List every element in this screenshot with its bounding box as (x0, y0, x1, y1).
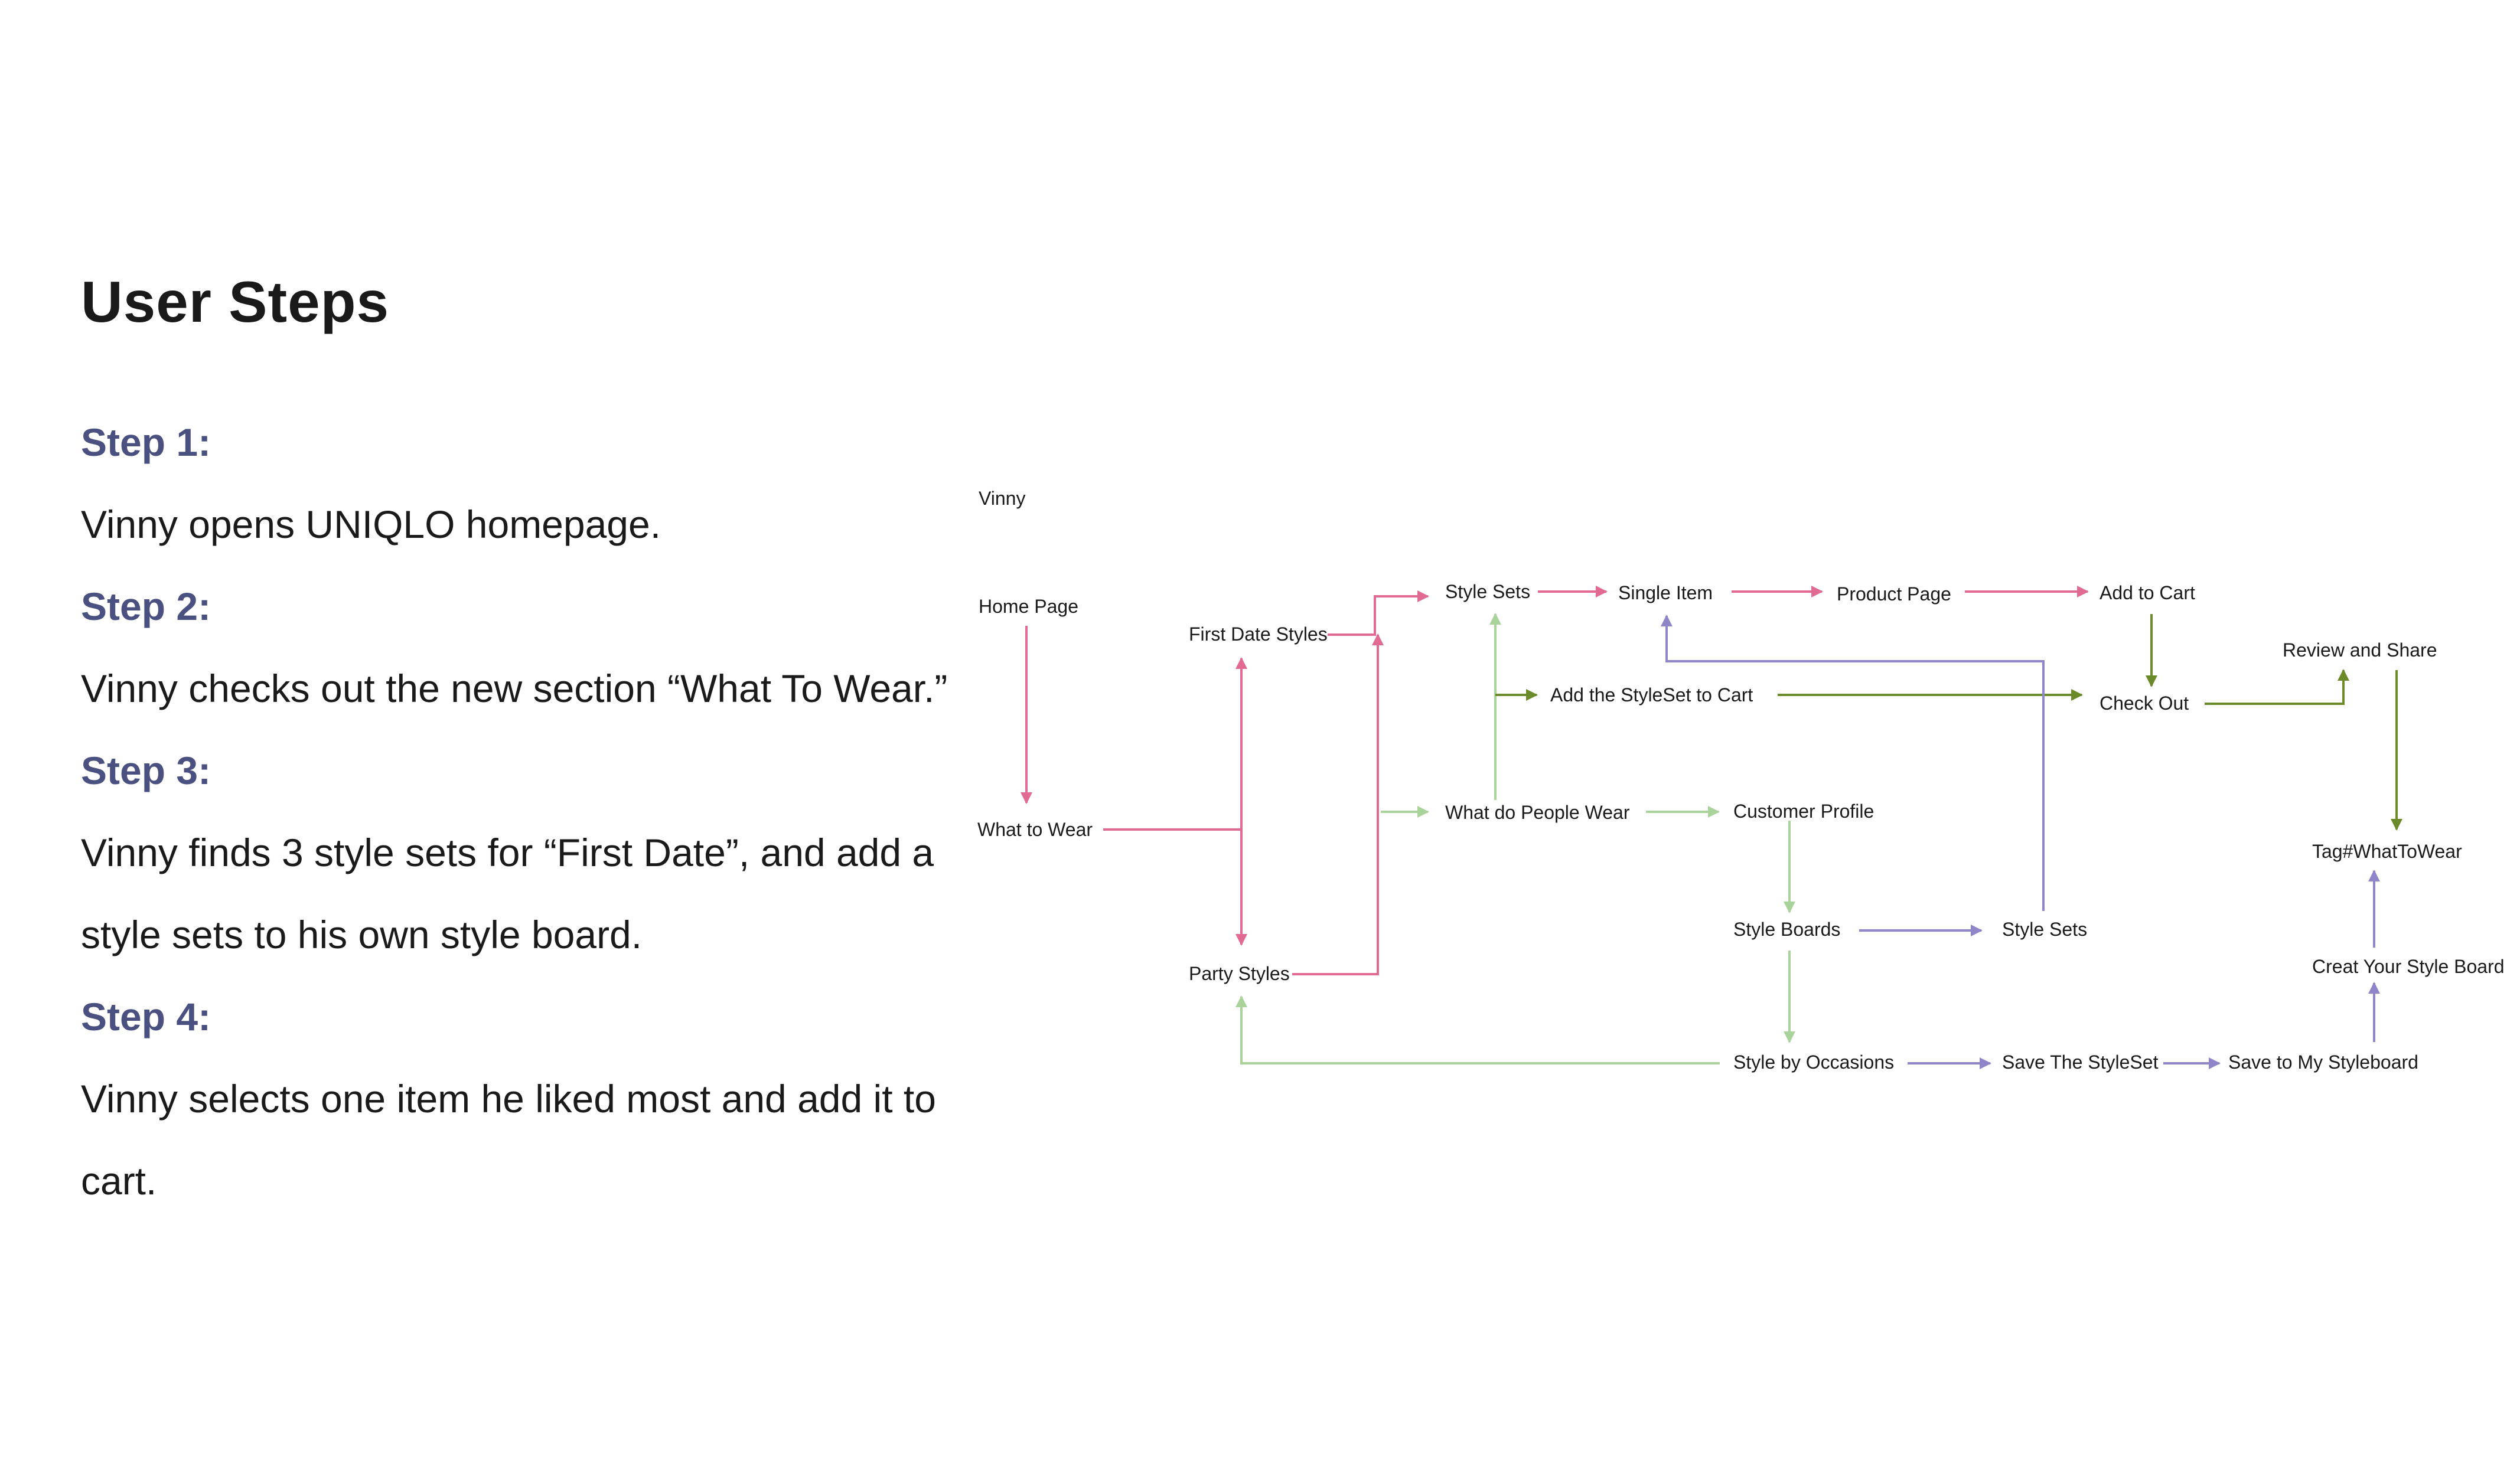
node-customer-profile: Customer Profile (1733, 801, 1874, 822)
step-2-text: Vinny checks out the new section “What T… (81, 667, 948, 710)
node-style-by-occasions: Style by Occasions (1733, 1052, 1894, 1073)
node-single-item: Single Item (1618, 582, 1713, 603)
node-tag-what-to-wear: Tag#WhatToWear (2312, 841, 2462, 862)
node-what-to-wear: What to Wear (977, 819, 1093, 840)
node-check-out: Check Out (2100, 693, 2189, 714)
node-style-sets-mid: Style Sets (2002, 919, 2087, 940)
step-1-heading: Step 1: (81, 420, 211, 464)
step-4-text: Vinny selects one item he liked most and… (81, 1077, 936, 1203)
node-style-sets-top: Style Sets (1445, 581, 1530, 602)
step-4-heading: Step 4: (81, 995, 211, 1039)
node-what-do-people-wear: What do People Wear (1445, 802, 1630, 823)
node-add-styleset-to-cart: Add the StyleSet to Cart (1550, 684, 1753, 706)
edge-check-out-to-review (2205, 669, 2349, 705)
node-home-page: Home Page (979, 596, 1078, 617)
node-product-page: Product Page (1837, 583, 1951, 605)
edge-first-date-to-style-sets (1328, 590, 1429, 636)
node-creat-your-style-board: Creat Your Style Board (2312, 956, 2505, 977)
page-title: User Steps (81, 269, 390, 334)
edge-occasions-to-party-styles (1235, 995, 1720, 1064)
node-vinny: Vinny (979, 488, 1025, 509)
node-review-and-share: Review and Share (2283, 639, 2437, 661)
node-style-boards: Style Boards (1733, 919, 1840, 940)
step-2-heading: Step 2: (81, 584, 211, 628)
node-save-the-styleset: Save The StyleSet (2002, 1052, 2159, 1073)
step-1-text: Vinny opens UNIQLO homepage. (81, 502, 661, 546)
steps-list: Step 1: Vinny opens UNIQLO homepage. Ste… (81, 401, 967, 1222)
node-add-to-cart: Add to Cart (2100, 582, 2195, 603)
edge-style-sets-to-single-item-back (1661, 615, 2045, 911)
node-save-to-my-styleboard: Save to My Styleboard (2228, 1052, 2418, 1073)
node-party-styles: Party Styles (1189, 963, 1290, 984)
edge-party-to-style-sets (1292, 633, 1384, 975)
step-3-text: Vinny finds 3 style sets for “First Date… (81, 831, 934, 956)
node-first-date-styles: First Date Styles (1189, 623, 1328, 645)
step-3-heading: Step 3: (81, 749, 211, 792)
